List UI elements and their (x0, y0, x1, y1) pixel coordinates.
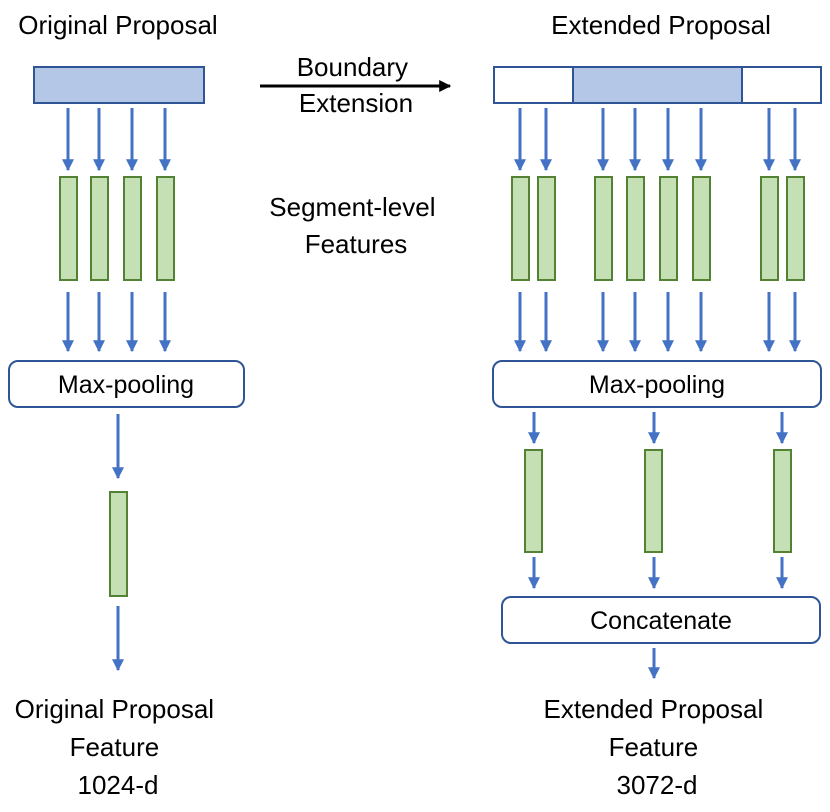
extended-feature-label: Extended Proposal Feature 3072-d (544, 694, 771, 800)
segment-feature-bar (659, 176, 678, 281)
original-feature-line2: Feature (70, 732, 160, 762)
extended-original-segment (572, 66, 743, 104)
concatenate-label: Concatenate (590, 607, 732, 635)
extended-proposal-title: Extended Proposal (551, 10, 771, 40)
segment-feature-bar (786, 176, 805, 281)
extended-proposal-bar (493, 66, 822, 104)
original-feature-line1: Original Proposal (15, 694, 214, 724)
original-pooled-feature-bar (109, 491, 128, 597)
concatenate-box (501, 596, 821, 644)
extended-feature-line1: Extended Proposal (544, 694, 764, 724)
original-feature-line3: 1024-d (78, 770, 159, 800)
segment-feature-bar (90, 176, 109, 281)
original-proposal-arrows-top (62, 108, 171, 172)
extended-right-extension (741, 66, 822, 104)
segment-level-features-label: Segment-level Features (269, 192, 442, 259)
pooled-feature-bar (644, 449, 663, 553)
extended-max-pooling-box (492, 360, 822, 408)
segment-level-features-line1: Segment-level (269, 192, 435, 222)
boundary-extension-label: Boundary Extension (297, 52, 416, 118)
extended-feature-line2: Feature (609, 732, 699, 762)
segment-feature-bar (59, 176, 78, 281)
extended-feature-line3: 3072-d (617, 770, 698, 800)
extended-feature-arrows (514, 292, 801, 353)
boundary-extension-line1: Boundary (297, 52, 408, 82)
original-max-pooling-box (8, 360, 245, 408)
pooled-feature-bar (773, 449, 792, 553)
boundary-extension-line2: Extension (299, 88, 413, 118)
original-max-pooling-label: Max-pooling (58, 371, 194, 399)
segment-feature-bar (626, 176, 645, 281)
original-feature-arrows (62, 292, 171, 353)
segment-feature-bar (511, 176, 530, 281)
extended-pooled-features (524, 449, 792, 553)
segment-feature-bar (156, 176, 175, 281)
segment-level-features-line2: Features (305, 229, 408, 259)
original-proposal-bar (33, 66, 205, 104)
original-feature-label: Original Proposal Feature 1024-d (15, 694, 222, 800)
extended-pool-arrows (528, 412, 788, 445)
extended-segment-features (511, 176, 805, 281)
extended-left-extension (493, 66, 574, 104)
segment-feature-bar (692, 176, 711, 281)
extended-concat-arrows (528, 557, 788, 590)
original-segment-features (59, 176, 175, 281)
extended-proposal-arrows-top (514, 108, 801, 172)
original-proposal-title: Original Proposal (18, 10, 217, 40)
segment-feature-bar (760, 176, 779, 281)
segment-feature-bar (594, 176, 613, 281)
segment-feature-bar (123, 176, 142, 281)
extended-max-pooling-label: Max-pooling (589, 371, 725, 399)
segment-feature-bar (537, 176, 556, 281)
pooled-feature-bar (524, 449, 543, 553)
